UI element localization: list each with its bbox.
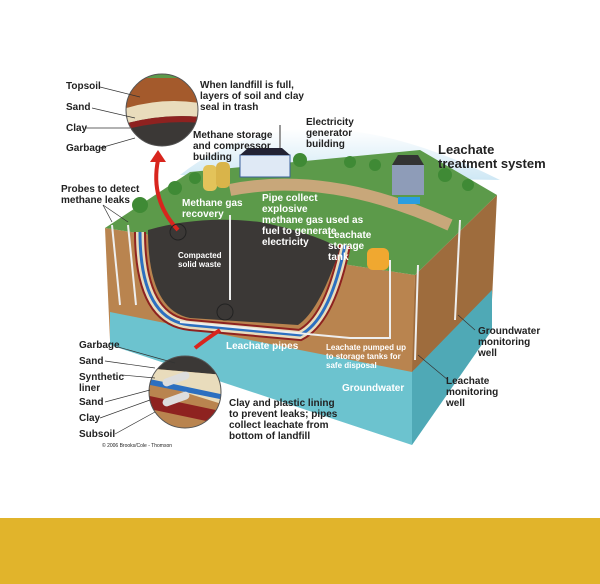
- label-leachate-well: Leachate monitoring well: [446, 376, 499, 409]
- label-electricity-building: Electricity generator building: [306, 117, 354, 150]
- label-topsoil: Topsoil: [66, 81, 101, 92]
- leachate-storage-tank: [367, 248, 389, 270]
- groundwater-front: [110, 312, 412, 445]
- label-methane-recovery: Methane gas recovery: [182, 198, 243, 220]
- cap-layers-inset: [126, 74, 198, 146]
- label-full-note: When landfill is full, layers of soil an…: [200, 80, 304, 113]
- label-sand-bottom-2: Sand: [79, 397, 104, 408]
- label-leachate-pipes: Leachate pipes: [226, 341, 299, 352]
- label-clay-bottom: Clay: [79, 413, 101, 424]
- compacted-garbage-pit: [148, 219, 340, 325]
- label-lining-note: Clay and plastic lining to prevent leaks…: [229, 398, 338, 442]
- label-sand-top: Sand: [66, 102, 91, 113]
- leachate-pipe: [179, 260, 391, 339]
- leader-lines: [85, 86, 476, 435]
- methane-tank-1: [203, 165, 217, 191]
- label-probes: Probes to detect methane leaks: [61, 184, 140, 206]
- label-garbage-top: Garbage: [66, 143, 107, 154]
- label-garbage-bottom: Garbage: [79, 340, 120, 351]
- arrow-up-icon: [154, 159, 180, 232]
- label-groundwater: Groundwater: [342, 383, 405, 394]
- label-leachate-tank: Leachate storage tank: [328, 230, 372, 263]
- truck: [398, 197, 420, 204]
- label-leachate-pumped: Leachate pumped up to storage tanks for …: [326, 343, 407, 370]
- copyright: © 2006 Brooks/Cole - Thomson: [102, 443, 173, 449]
- label-sand-bottom-1: Sand: [79, 356, 104, 367]
- soil-right-face: [412, 195, 497, 372]
- label-groundwater-well: Groundwater monitoring well: [478, 326, 541, 359]
- label-methane-building: Methane storage and compressor building: [193, 130, 273, 163]
- label-leachate-treatment: Leachate treatment system: [438, 142, 546, 171]
- label-subsoil: Subsoil: [79, 429, 116, 440]
- label-compacted-waste: Compacted solid waste: [178, 251, 222, 269]
- treatment-building: [392, 165, 424, 195]
- label-clay-top: Clay: [66, 123, 88, 134]
- groundwater-right: [412, 290, 492, 445]
- access-road: [228, 178, 453, 231]
- label-synthetic-liner: Synthetic liner: [79, 372, 125, 394]
- trees: [132, 153, 474, 213]
- methane-tank-2: [216, 162, 230, 188]
- liner-layers-inset: [149, 356, 221, 428]
- footer-band: [0, 518, 600, 584]
- label-pipe-collect: Pipe collect explosive methane gas used …: [262, 193, 364, 248]
- probe-wells: [111, 219, 461, 361]
- arrow-down-icon: [193, 328, 222, 350]
